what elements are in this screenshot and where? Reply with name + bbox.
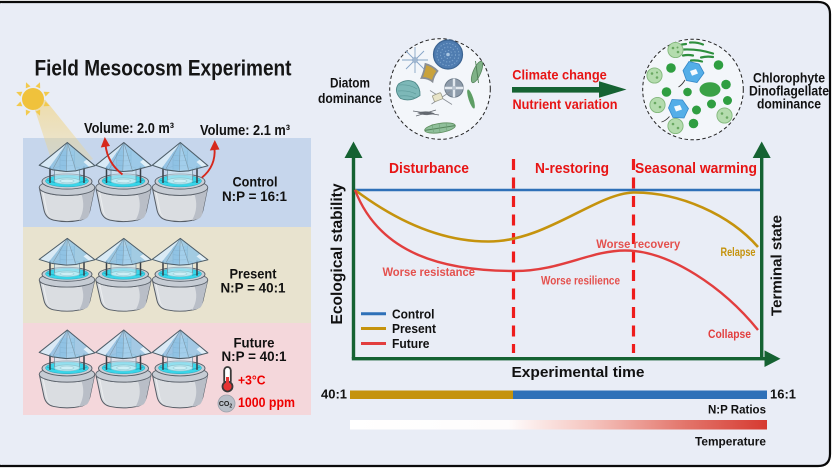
svg-text:Future: Future — [392, 336, 430, 351]
svg-text:1000 ppm: 1000 ppm — [238, 395, 295, 410]
svg-text:Disturbance: Disturbance — [389, 161, 469, 177]
svg-text:Future: Future — [234, 335, 275, 351]
svg-text:Dinoflagellate: Dinoflagellate — [749, 84, 829, 99]
svg-text:Seasonal warming: Seasonal warming — [635, 161, 757, 177]
svg-text:Control: Control — [233, 174, 278, 190]
svg-text:40:1: 40:1 — [321, 388, 347, 402]
svg-text:Temperature: Temperature — [695, 435, 766, 449]
svg-text:N:P = 40:1: N:P = 40:1 — [221, 280, 286, 296]
svg-text:Worse recovery: Worse recovery — [596, 239, 681, 251]
svg-text:16:1: 16:1 — [770, 388, 796, 402]
svg-text:Worse resistance: Worse resistance — [382, 267, 475, 279]
svg-text:N:P Ratios: N:P Ratios — [708, 403, 766, 417]
svg-text:Climate change: Climate change — [512, 67, 607, 83]
svg-text:+3°C: +3°C — [238, 373, 266, 388]
svg-text:dominance: dominance — [757, 97, 821, 112]
svg-text:N:P = 16:1: N:P = 16:1 — [222, 188, 287, 204]
svg-text:Diatom: Diatom — [330, 76, 370, 91]
svg-text:Control: Control — [392, 306, 435, 321]
svg-text:N-restoring: N-restoring — [535, 161, 609, 177]
svg-text:Experimental time: Experimental time — [512, 364, 645, 381]
svg-text:Volume: 2.1 m³: Volume: 2.1 m³ — [200, 123, 290, 139]
svg-text:N:P = 40:1: N:P = 40:1 — [222, 348, 287, 364]
svg-text:Terminal state: Terminal state — [769, 215, 786, 316]
svg-text:Present: Present — [230, 266, 277, 282]
svg-text:Field Mesocosm Experiment: Field Mesocosm Experiment — [35, 56, 293, 81]
svg-text:CO2: CO2 — [219, 401, 233, 410]
svg-text:Chlorophyte: Chlorophyte — [753, 71, 825, 86]
svg-text:Collapse: Collapse — [708, 329, 751, 341]
svg-text:Ecological stability: Ecological stability — [329, 183, 346, 324]
svg-text:dominance: dominance — [318, 91, 382, 106]
svg-text:Relapse: Relapse — [721, 247, 756, 259]
svg-text:Nutrient variation: Nutrient variation — [513, 96, 618, 112]
svg-text:Present: Present — [392, 321, 437, 336]
svg-text:Worse resilience: Worse resilience — [541, 276, 620, 288]
svg-text:Volume: 2.0 m³: Volume: 2.0 m³ — [84, 121, 174, 137]
